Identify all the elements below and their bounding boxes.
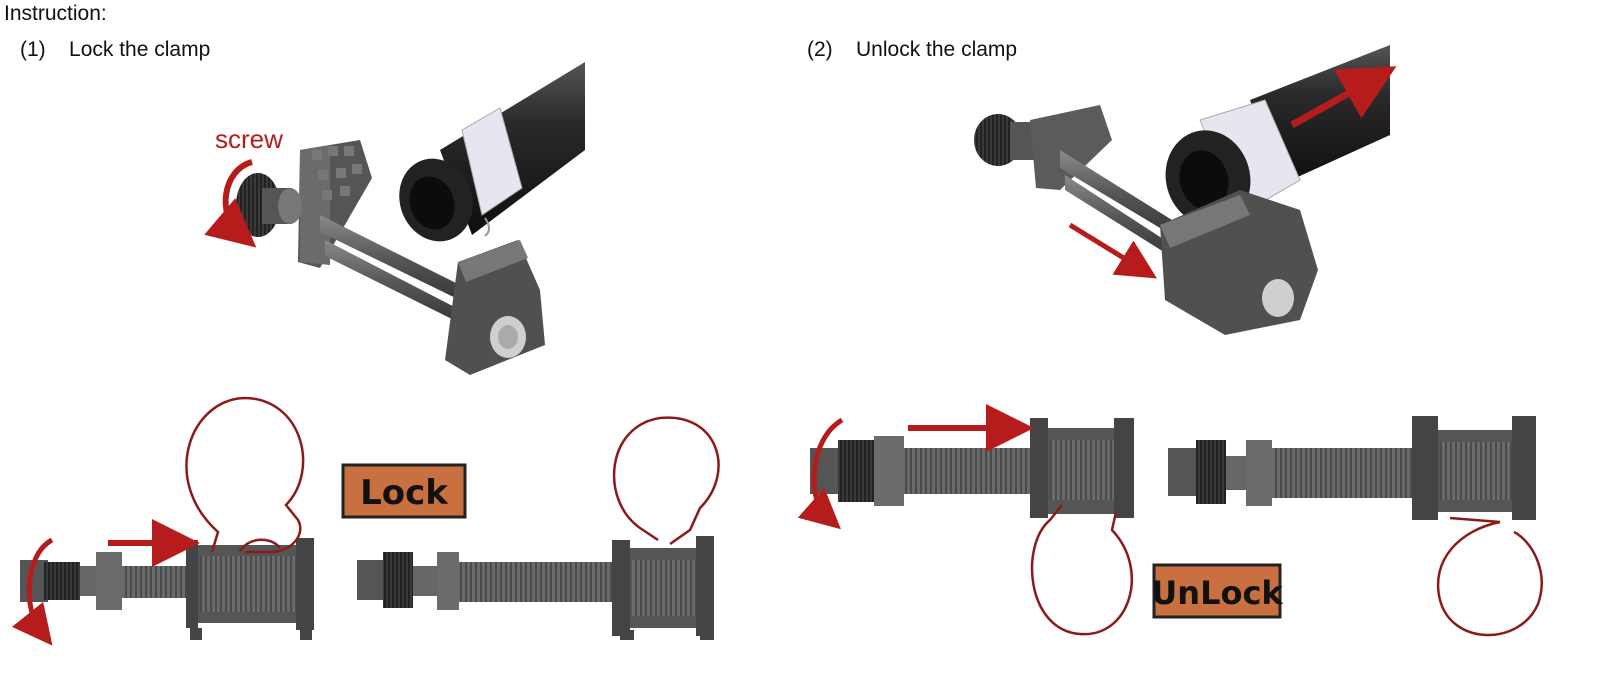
pull-tube-arrow xyxy=(1290,66,1397,129)
tube-3d-left xyxy=(399,62,585,242)
clamp-band-unlocked xyxy=(1436,516,1543,637)
rotate-knob-arrow-left xyxy=(11,537,54,646)
lock-badge: Lock xyxy=(341,463,467,519)
lock-side-view-after xyxy=(357,416,720,640)
screw-rotation-arrow xyxy=(204,159,257,248)
unlock-3d-view xyxy=(974,45,1397,335)
step-1-label: Lock the clamp xyxy=(69,38,211,61)
step-2-number: (2) xyxy=(807,38,833,61)
instruction-title: Instruction: xyxy=(4,2,107,25)
clamp-3d-left xyxy=(236,140,545,375)
lock-side-view-before xyxy=(11,396,314,646)
lock-badge-label: Lock xyxy=(360,473,449,513)
step-1-number: (1) xyxy=(20,38,46,61)
unlock-side-view-before xyxy=(797,404,1134,636)
clamp-3d-right xyxy=(974,105,1318,335)
screw-label: screw xyxy=(215,124,283,154)
rotate-knob-arrow-right xyxy=(797,417,844,530)
unlock-badge: UnLock xyxy=(1151,563,1283,619)
clamp-band-closed xyxy=(612,416,720,546)
step-2-label: Unlock the clamp xyxy=(856,38,1018,61)
unlock-badge-label: UnLock xyxy=(1151,574,1283,612)
clamp-band-released xyxy=(1030,504,1134,636)
step-2-heading: (2) Unlock the clamp xyxy=(807,38,1017,62)
clamp-band-open xyxy=(185,396,305,554)
slide-clamp-arrow xyxy=(1068,222,1158,279)
step-1-heading: (1) Lock the clamp xyxy=(20,38,210,62)
unlock-side-view-after xyxy=(1168,416,1543,637)
lock-3d-view: screw xyxy=(204,62,585,375)
